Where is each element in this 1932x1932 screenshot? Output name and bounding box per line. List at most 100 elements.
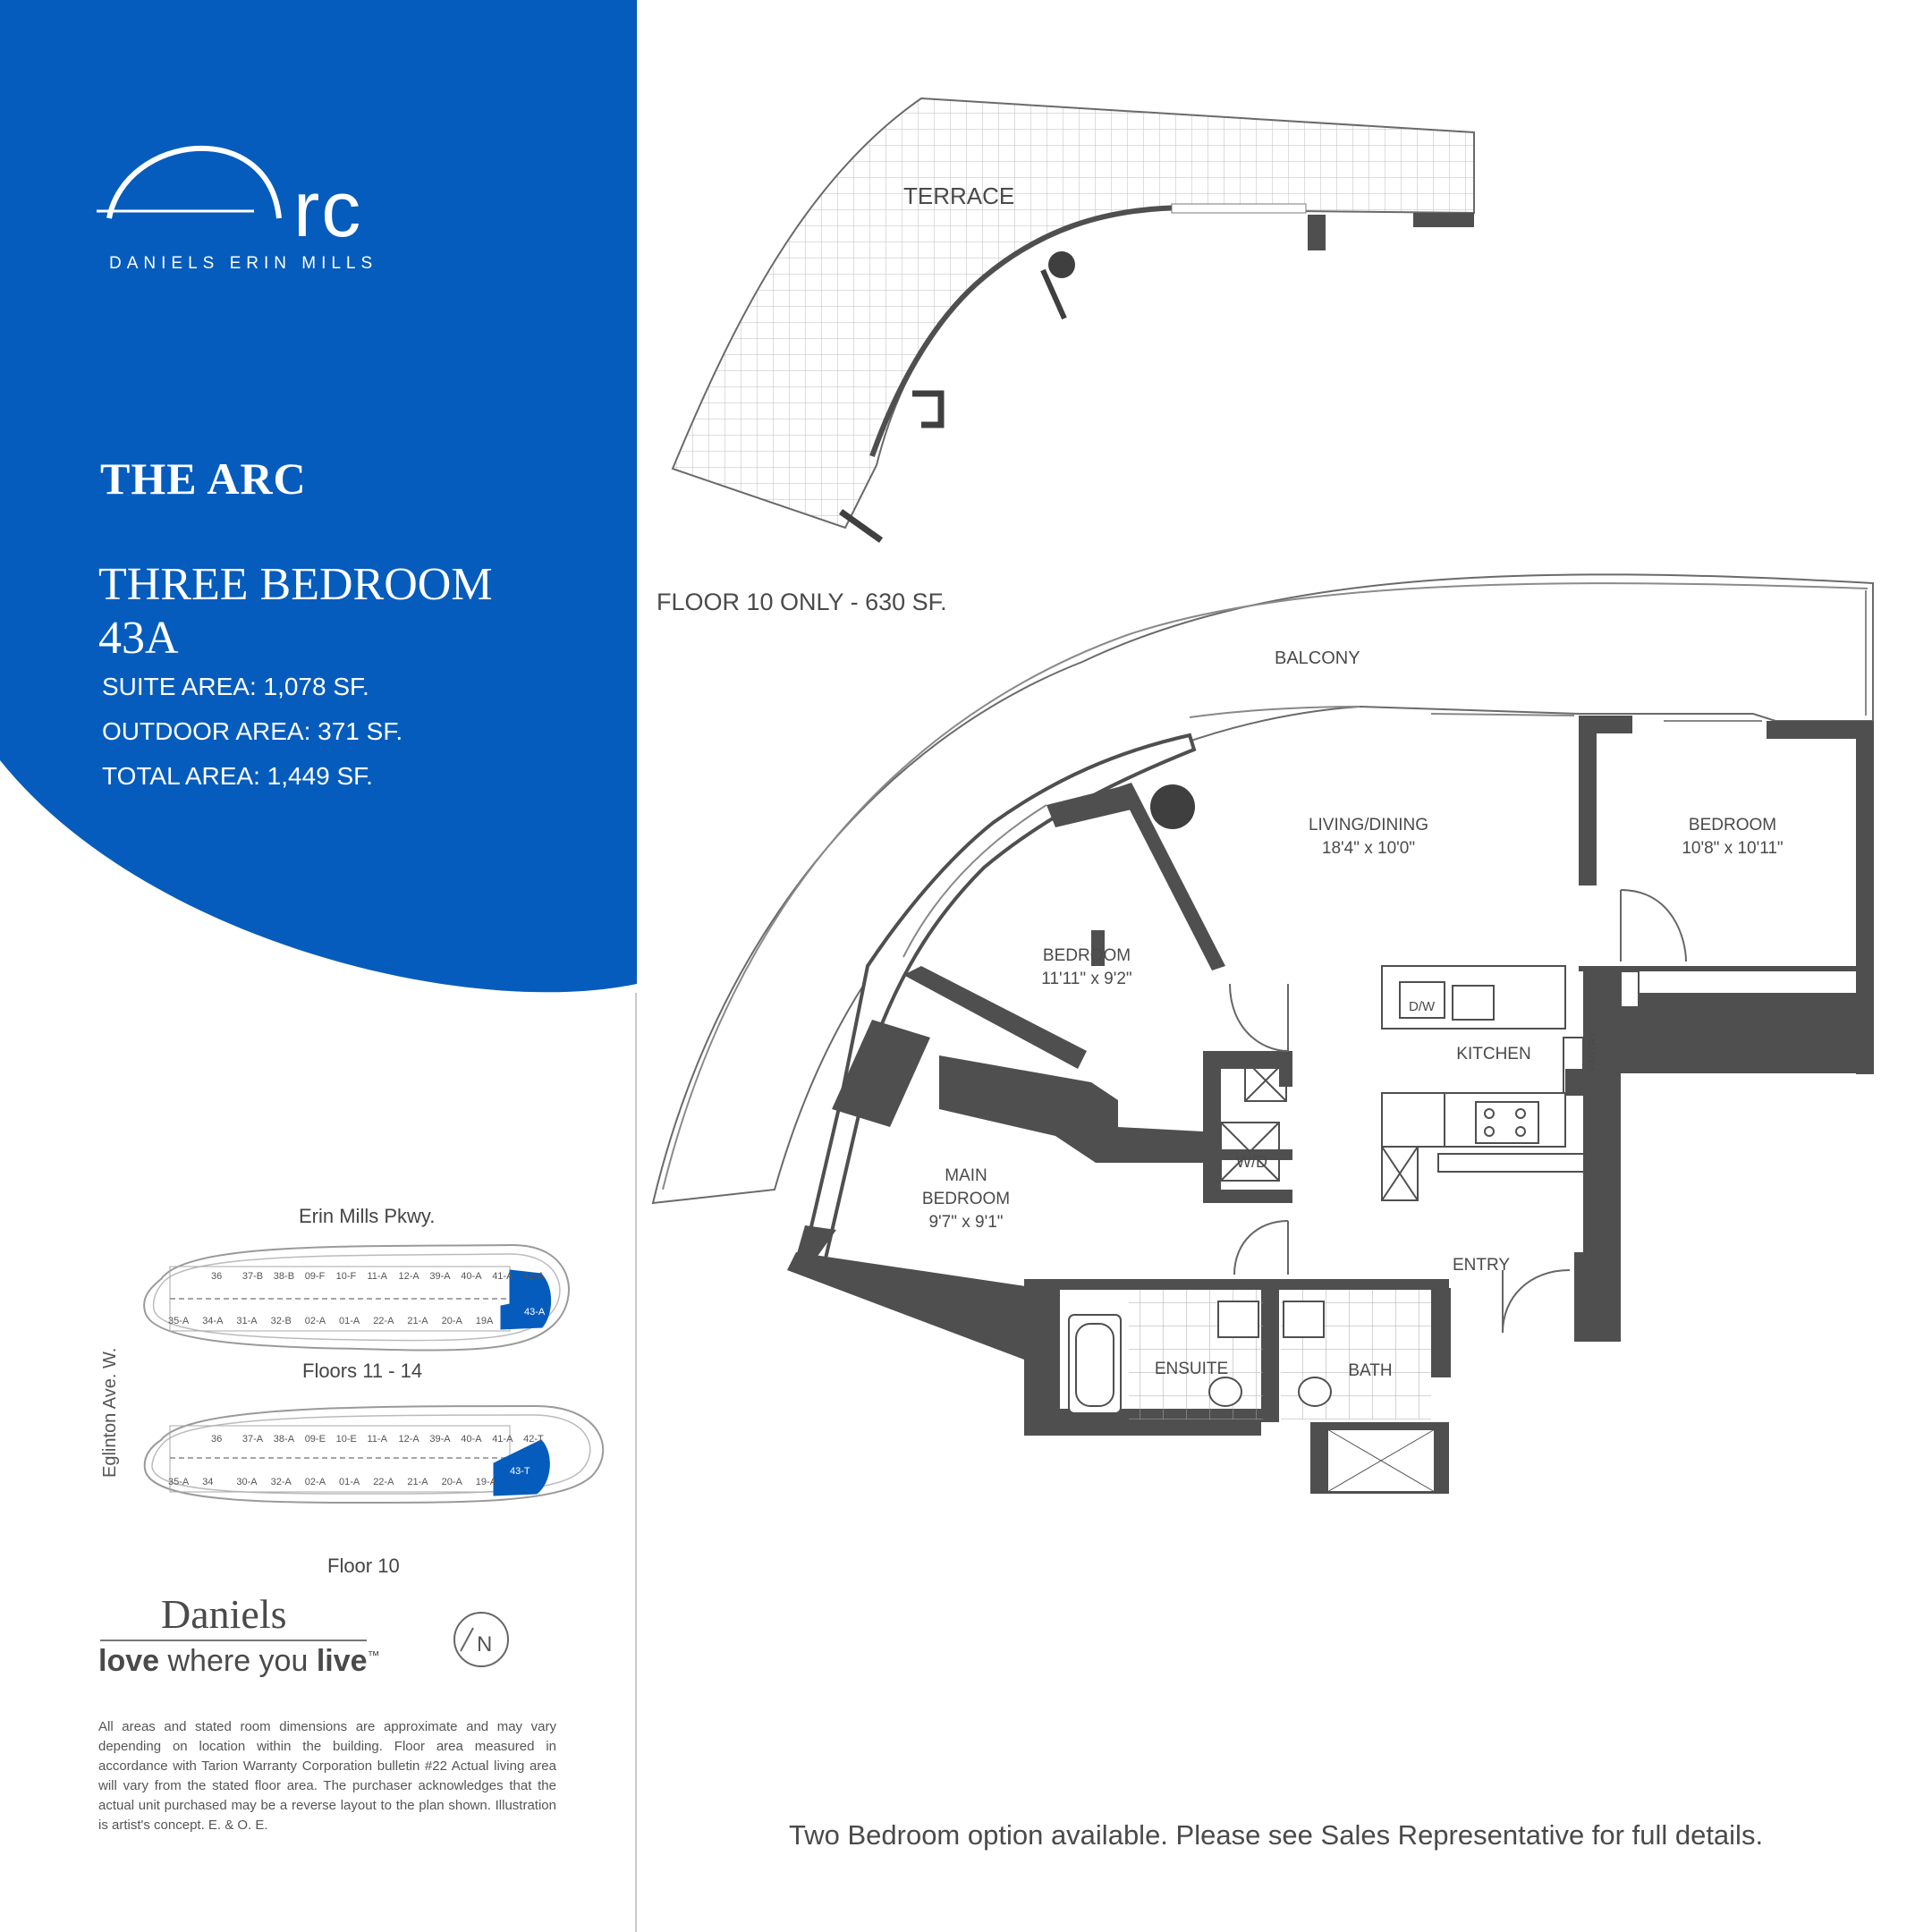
- logo-subtitle: DANIELS ERIN MILLS: [109, 254, 378, 273]
- key-plan-unit: 34: [202, 1477, 213, 1487]
- key-plan-unit: 01-A: [339, 1316, 360, 1326]
- suite-type-label: THREE BEDROOM: [98, 559, 493, 610]
- key-plan-unit: 34-A: [202, 1316, 224, 1326]
- option-note: Two Bedroom option available. Please see…: [789, 1819, 1764, 1851]
- tagline-love: love: [98, 1644, 160, 1678]
- key-plan-unit: 20-A: [442, 1316, 463, 1326]
- highlight-unit-lower: 43-T: [510, 1466, 530, 1477]
- balcony-label: BALCONY: [1275, 648, 1360, 668]
- key-plan-unit: 40-A: [461, 1434, 482, 1445]
- door-swings: [1229, 889, 1687, 1334]
- key-plan-unit: 32-A: [271, 1477, 292, 1487]
- key-plan-unit: 21-A: [407, 1316, 428, 1326]
- key-plan-unit: 11-A: [368, 1434, 388, 1445]
- street-top-label: Erin Mills Pkwy.: [299, 1205, 436, 1227]
- terrace-label: TERRACE: [903, 182, 1014, 209]
- key-plan-unit: 09-F: [305, 1271, 326, 1282]
- key-plan-unit: 39-A: [429, 1434, 451, 1445]
- bedroom-right-dims: 10'8" x 10'11": [1682, 839, 1783, 858]
- key-plan-unit: 12-A: [399, 1434, 420, 1445]
- key-plan-unit: 01-A: [339, 1477, 360, 1487]
- tagline-mid: where you: [159, 1644, 317, 1678]
- key-plan-unit: 38-B: [274, 1271, 294, 1282]
- key-plan-unit: 36: [211, 1434, 222, 1445]
- laundry: [1220, 1059, 1287, 1182]
- disclaimer: All areas and stated room dimensions are…: [98, 1719, 556, 1833]
- key-plan-unit: 32-B: [271, 1316, 292, 1326]
- key-plan-unit: 38-A: [274, 1434, 295, 1445]
- vertical-divider: [635, 993, 637, 1932]
- caption-floors-11-14: Floors 11 - 14: [302, 1360, 423, 1382]
- dishwasher-label: D/W: [1409, 999, 1436, 1014]
- bedroom-mid-dims: 11'11" x 9'2": [1041, 970, 1131, 988]
- key-plan-unit: 10-F: [336, 1271, 357, 1282]
- key-plan-unit: 02-A: [305, 1477, 326, 1487]
- main-bedroom-label-1: MAIN: [945, 1166, 987, 1185]
- suite-type: THREE BEDROOM 43A: [98, 558, 493, 665]
- main-bedroom-dims: 9'7" x 9'1": [928, 1213, 1003, 1232]
- key-plan-unit: 12-A: [399, 1271, 420, 1282]
- street-side-label: Eglinton Ave. W.: [100, 1347, 120, 1478]
- north-label: N: [477, 1632, 492, 1657]
- key-plan-unit: 09-E: [305, 1434, 326, 1445]
- key-plan-unit: 22-A: [373, 1477, 394, 1487]
- arc-logo: [97, 146, 282, 219]
- logo-letters: rc: [293, 165, 362, 253]
- floor-plan: TERRACE BALCONY: [651, 97, 1874, 1494]
- key-plan-unit: 39-A: [429, 1271, 451, 1282]
- bedroom-right-label: BEDROOM: [1689, 816, 1776, 835]
- key-plan-unit: 21-A: [407, 1477, 428, 1487]
- key-plan-unit: 36: [211, 1271, 222, 1282]
- kitchen: [1381, 965, 1591, 1201]
- main-bedroom-label-2: BEDROOM: [922, 1190, 1010, 1208]
- tagline-live: live: [316, 1644, 368, 1678]
- bath-label: BATH: [1348, 1361, 1392, 1380]
- key-plan-unit: 31-A: [236, 1316, 258, 1326]
- brand-panel: rc: [0, 0, 637, 993]
- key-plan-unit-labels: 36 37-B 38-B 09-F 10-F 11-A 12-A 39-A 40-A 41-A 42…: [168, 1271, 545, 1487]
- daniels-tagline: love where you live™: [98, 1644, 380, 1679]
- key-plan-unit: 19-A: [476, 1477, 497, 1487]
- total-area: TOTAL AREA: 1,449 SF.: [102, 762, 373, 790]
- key-plan-unit: 37-A: [242, 1434, 264, 1445]
- ensuite-label: ENSUITE: [1155, 1360, 1228, 1378]
- tagline-tm: ™: [367, 1648, 380, 1663]
- daniels-wordmark: Daniels: [161, 1591, 287, 1637]
- bathrooms: [1068, 1290, 1436, 1493]
- glazing: [902, 706, 1762, 958]
- suite-area: SUITE AREA: 1,078 SF.: [102, 673, 369, 700]
- terrace-note: FLOOR 10 ONLY - 630 SF.: [657, 589, 947, 615]
- building-name: THE ARC: [100, 453, 307, 504]
- key-plan-unit: 41-A: [492, 1271, 513, 1282]
- bedroom-mid-label: BEDROOM: [1043, 946, 1131, 965]
- washer-dryer-label: W/D: [1236, 1153, 1267, 1171]
- pantry-label: PANTRY: [1588, 1031, 1598, 1071]
- key-plan-unit: 10-E: [336, 1434, 357, 1445]
- outdoor-area: OUTDOOR AREA: 371 SF.: [102, 717, 403, 745]
- suite-model: 43A: [98, 613, 179, 664]
- daniels-underline: [100, 1640, 367, 1641]
- key-plan-unit: 02-A: [305, 1316, 326, 1326]
- room-labels: LIVING/DINING 18'4" x 10'0" BEDROOM 10'8…: [922, 816, 1784, 1380]
- kitchen-label: KITCHEN: [1456, 1045, 1530, 1063]
- terrace: TERRACE: [671, 97, 1475, 543]
- key-plan-floors-11-14: [143, 1243, 570, 1352]
- highlight-unit-upper: 43-A: [524, 1307, 546, 1318]
- entry-label: ENTRY: [1453, 1256, 1510, 1275]
- key-plan-unit: 30-A: [236, 1477, 258, 1487]
- structural-column: [1150, 784, 1195, 829]
- key-plan-unit: 37-B: [242, 1271, 263, 1282]
- key-plan-unit: 20-A: [442, 1477, 463, 1487]
- key-plan-unit: 19A: [476, 1316, 494, 1326]
- key-plan-unit: 40-A: [461, 1271, 482, 1282]
- key-plan: 36 37-B 38-B 09-F 10-F 11-A 12-A 39-A 40-A 41-A 42…: [143, 1243, 605, 1504]
- key-plan-unit: 35-A: [168, 1316, 190, 1326]
- key-plan-unit: 22-A: [373, 1316, 394, 1326]
- key-plan-unit: 35-A: [168, 1477, 190, 1487]
- key-plan-unit: 42-T: [523, 1434, 544, 1445]
- key-plan-unit: 42-A: [523, 1271, 545, 1282]
- key-plan-unit: 11-A: [368, 1271, 388, 1282]
- living-dining-dims: 18'4" x 10'0": [1322, 839, 1415, 858]
- living-dining-label: LIVING/DINING: [1309, 816, 1428, 835]
